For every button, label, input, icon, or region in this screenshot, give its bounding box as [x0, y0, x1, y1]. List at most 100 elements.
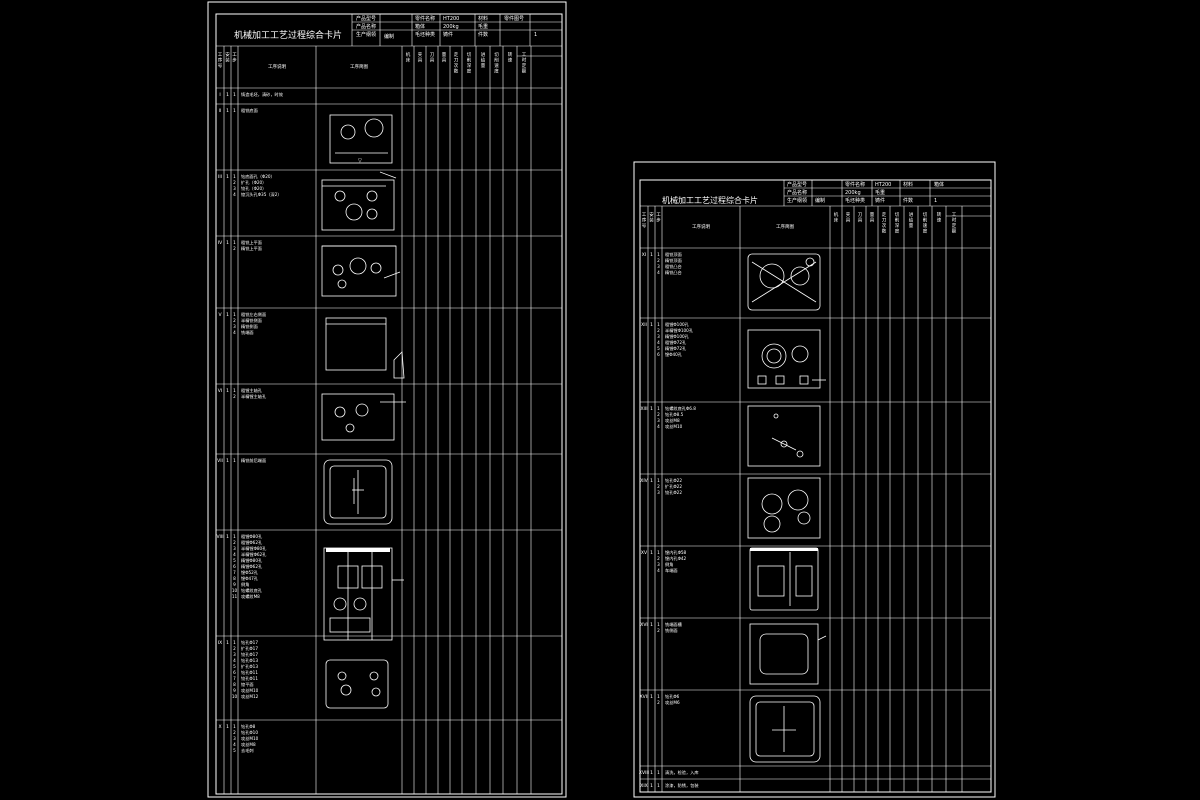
step-number: 5: [233, 664, 236, 669]
step-description: 铣侧面: [665, 627, 678, 634]
step-description: 精铣侧面: [241, 323, 258, 330]
step-number: 8: [233, 682, 236, 687]
operation-number: VI: [218, 388, 222, 394]
step-description: 粗铣上平面: [241, 239, 262, 246]
step-description: 粗镗Φ72孔: [665, 339, 687, 346]
column-header: 工序简图: [350, 63, 368, 70]
left-sketch-top: [321, 245, 401, 297]
step-description: 粗镗主轴孔: [241, 387, 263, 394]
left-sketch-base: ▽: [329, 114, 393, 164]
step-description: 攻丝M12: [241, 693, 259, 700]
step-description: 粗铣底面: [241, 107, 258, 114]
right-hdr-prepared: 编制: [815, 197, 825, 204]
right-sketch-bores: [747, 329, 826, 389]
step-number: 2: [657, 700, 660, 705]
column-header: 切削深度: [895, 211, 900, 235]
step-description: 精镗Φ62孔: [241, 563, 263, 570]
left-card-title: 机械加工工艺过程综合卡片: [234, 29, 342, 41]
step-number: 2: [657, 328, 660, 333]
install-number: 1: [226, 388, 229, 394]
step-number: 2: [233, 540, 236, 545]
process-card-left: 机械加工工艺过程综合卡片 产品型号 产品名称 生产纲领 编制 零件名称 箱体 毛…: [207, 1, 567, 798]
step-description: 粗镗Φ62孔: [241, 539, 263, 546]
column-header: 走刀次数: [454, 52, 459, 75]
step-description: 攻丝M8: [665, 417, 680, 424]
step-description: 钻孔Φ10: [241, 729, 258, 736]
operation-number: X: [218, 724, 221, 730]
right-hdr-count-value: 1: [934, 198, 937, 204]
left-table-frame: [215, 13, 563, 795]
column-header: 安装: [649, 211, 654, 224]
step-number: 5: [657, 346, 660, 351]
step-description: 攻丝M8: [241, 741, 256, 748]
step-description: 攻螺纹M8: [241, 593, 260, 600]
right-sketch-cover: [749, 623, 827, 685]
step-description: 倒角: [241, 581, 249, 588]
left-hdr-production-type: 生产纲领: [356, 31, 376, 38]
step-number: 4: [233, 552, 236, 557]
left-table-grid: [216, 46, 562, 794]
step-number: 1: [233, 174, 236, 179]
install-number: 1: [650, 252, 653, 258]
column-header: 工序说明: [692, 223, 710, 230]
right-table-frame: [639, 179, 992, 793]
left-header-block: 产品型号 产品名称 生产纲领 编制 零件名称 箱体 毛坯种类 HT200 200…: [216, 14, 562, 47]
step-number: 6: [233, 564, 236, 569]
step-description: 攻丝M10: [241, 687, 259, 694]
step-description: 精镗Φ100孔: [665, 333, 690, 340]
operation-number: VII: [217, 458, 223, 464]
right-hdr-part-name-value: 箱体: [934, 181, 944, 188]
step-number: 4: [657, 568, 660, 573]
column-header: 量具: [870, 211, 875, 224]
right-sketch-housing: [749, 547, 819, 611]
step-number: 2: [657, 412, 660, 417]
step-number: 10: [232, 694, 238, 699]
step-description: 清洗，检验，入库: [665, 769, 699, 776]
step-number: 1: [657, 783, 660, 788]
step-number: 2: [233, 246, 236, 251]
left-hdr-prepared: 编制: [384, 33, 394, 40]
step-number: 2: [657, 484, 660, 489]
step-number: 3: [657, 562, 660, 567]
install-number: 1: [650, 550, 653, 556]
step-number: 2: [233, 318, 236, 323]
step-number: 4: [657, 340, 660, 345]
step-number: 6: [233, 670, 236, 675]
step-description: 扩孔Φ17: [241, 645, 258, 652]
operation-number: XIII: [640, 406, 647, 412]
step-number: 2: [657, 556, 660, 561]
right-table-grid: [640, 206, 991, 792]
step-description: 车端面: [665, 567, 678, 574]
step-description: 精镗Φ80孔: [241, 557, 263, 564]
step-number: 1: [233, 312, 236, 317]
install-number: 1: [226, 174, 229, 180]
left-hdr-part-name: 零件名称: [415, 15, 435, 22]
step-number: 4: [233, 192, 236, 197]
install-number: 1: [650, 622, 653, 628]
step-number: 1: [233, 640, 236, 645]
step-description: 铣端面: [241, 329, 254, 336]
column-header: 工步: [232, 52, 237, 64]
step-description: 半精镗Φ80孔: [241, 545, 267, 552]
right-sketch-casting: [747, 253, 821, 311]
right-card-title: 机械加工工艺过程综合卡片: [662, 195, 758, 205]
install-number: 1: [650, 694, 653, 700]
step-number: 1: [233, 92, 236, 97]
step-description: 粗镗Φ80孔: [241, 533, 263, 540]
step-number: 1: [233, 458, 236, 463]
operation-number: XV: [641, 550, 648, 556]
column-header: 工序说明: [268, 63, 286, 70]
step-description: 铰孔Φ11: [241, 675, 258, 682]
column-header: 工步: [656, 212, 661, 224]
step-description: 攻丝M10: [241, 735, 259, 742]
column-header: 刀具: [858, 212, 863, 224]
operation-number: IV: [218, 240, 223, 246]
step-description: 半精镗Φ62孔: [241, 551, 267, 558]
step-description: 扩孔Φ13: [241, 663, 258, 670]
